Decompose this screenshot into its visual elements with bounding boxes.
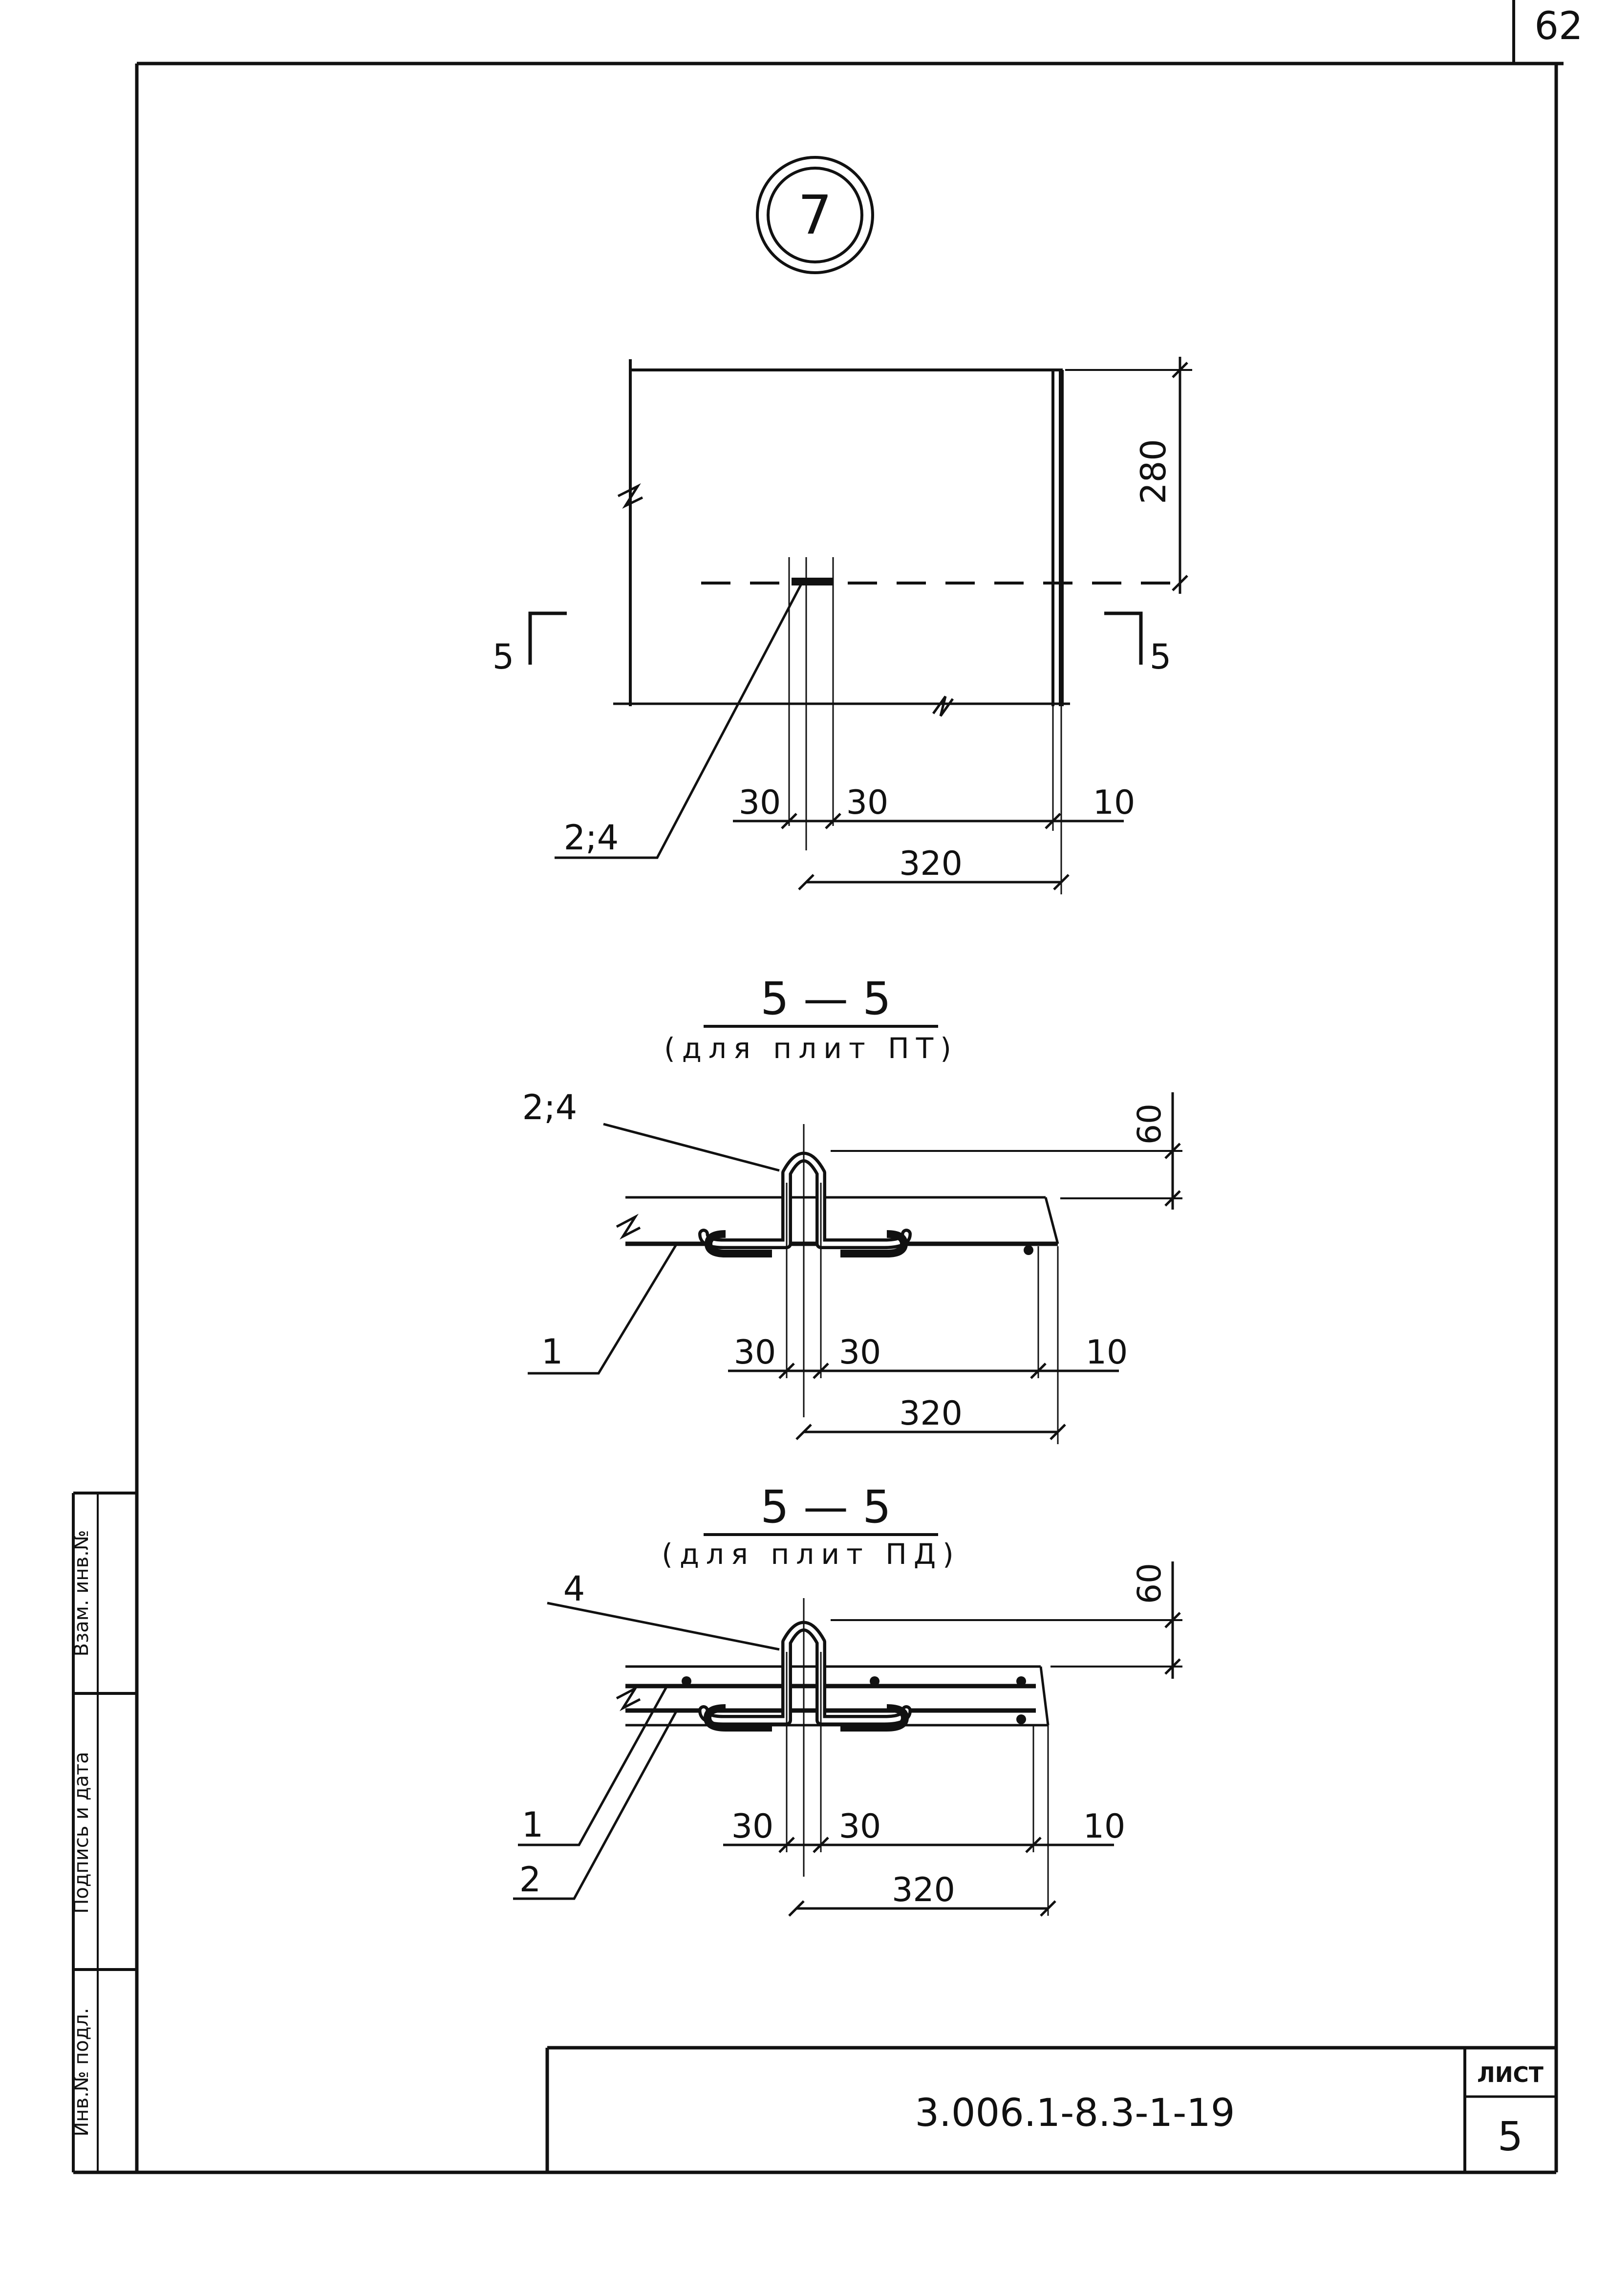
dim-320: 320	[899, 845, 963, 883]
section-pt-dim-320: 320	[899, 1394, 963, 1433]
dim-10: 10	[1093, 783, 1136, 822]
sheet-frame	[73, 0, 1564, 2174]
dim-30-right: 30	[846, 783, 889, 822]
section-pd-dim-30-right: 30	[839, 1807, 881, 1846]
stamp-podpis-data: Подпись и дата	[70, 1752, 93, 1913]
section-pd-callout-1: 1	[522, 1805, 544, 1845]
section-pd-dim-30-left: 30	[731, 1807, 774, 1846]
section-pt-dim-10: 10	[1086, 1333, 1128, 1372]
section-pd-dim-60: 60	[1131, 1563, 1168, 1604]
dim-30-left: 30	[739, 783, 781, 822]
detail-number: 7	[798, 184, 832, 246]
document-code: 3.006.1-8.3-1-19	[915, 2091, 1235, 2135]
section-mark-left: 5	[493, 637, 515, 677]
section-pd-dim-10: 10	[1083, 1807, 1126, 1846]
detail-callout-2-4: 2;4	[564, 818, 619, 858]
section-pt-drawing	[528, 1092, 1182, 1444]
side-stamp	[72, 1492, 137, 2172]
stamp-inv-podl: Инв.№ подл.	[70, 2008, 93, 2136]
sheet-number: 5	[1498, 2114, 1523, 2160]
detail-number-circle	[756, 156, 874, 274]
section-pd-dim-320: 320	[892, 1871, 955, 1909]
detail-plan-view	[528, 357, 1192, 894]
section-pt-title: 5 — 5	[760, 973, 891, 1025]
section-pt-dim-30-right: 30	[839, 1333, 881, 1372]
section-mark-right: 5	[1150, 637, 1172, 677]
section-pt-callout-2-4: 2;4	[522, 1087, 578, 1127]
stamp-vzam-inv: Взам. инв.№	[70, 1530, 93, 1657]
section-pt-callout-1: 1	[541, 1332, 563, 1372]
section-pd-callout-2: 2	[519, 1860, 541, 1900]
section-pt-subtitle: (для плит ПТ)	[664, 1032, 958, 1065]
sheet-label: ЛИСТ	[1477, 2062, 1544, 2087]
section-pt-dim-30-left: 30	[734, 1333, 776, 1372]
section-pd-subtitle: (для плит ПД)	[662, 1538, 961, 1571]
dim-280: 280	[1134, 439, 1174, 504]
section-pd-callout-4: 4	[563, 1569, 585, 1609]
page-number: 62	[1534, 4, 1583, 48]
section-pd-drawing	[513, 1561, 1182, 1917]
title-block	[545, 2046, 1556, 2172]
section-pt-dim-60: 60	[1131, 1104, 1168, 1145]
section-pd-title: 5 — 5	[760, 1481, 891, 1533]
